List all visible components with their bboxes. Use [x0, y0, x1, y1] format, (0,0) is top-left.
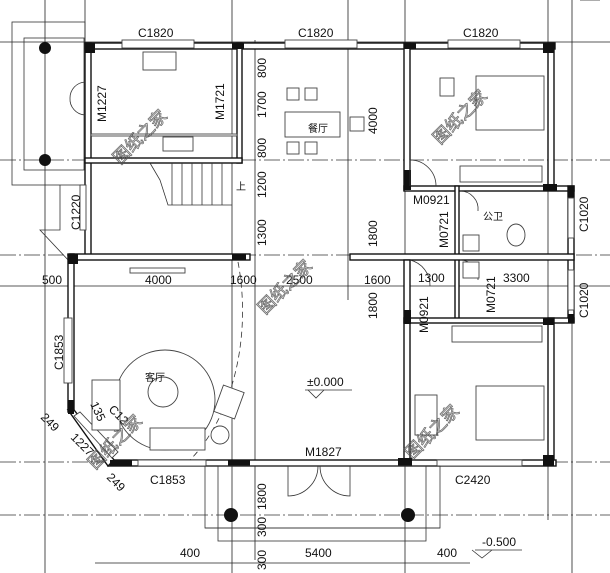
dimension-label: 400 [437, 546, 457, 560]
outdoor-level-label: -0.500 [482, 535, 516, 549]
dimension-label: 1700 [255, 91, 269, 118]
dimension-label: 1800 [366, 220, 380, 247]
furniture [90, 51, 545, 451]
door-label: M1721 [213, 83, 227, 120]
door-label: M1827 [305, 445, 342, 459]
floor-level-label: ±0.000 [307, 375, 344, 389]
stair-up-label: 上 [236, 181, 246, 193]
dimension-label: 500 [42, 273, 62, 287]
window-label: C1820 [463, 26, 499, 40]
door-label: M0721 [437, 211, 451, 248]
door-label: M0921 [413, 193, 450, 207]
window-label: C1220 [69, 194, 83, 230]
window-label: C2420 [455, 473, 491, 487]
windows [63, 39, 575, 467]
dimension-label: 1600 [230, 273, 257, 287]
door-label: M0721 [484, 276, 498, 313]
dimension-label: 800 [255, 58, 269, 78]
dimension-label: 249 [104, 470, 128, 494]
stairs [149, 162, 232, 206]
dimension-label: 1300 [255, 219, 269, 246]
left-porch [11, 21, 86, 263]
door-label: M1227 [95, 85, 109, 122]
room-label-living: 客厅 [145, 371, 165, 384]
door-label: M0921 [417, 296, 431, 333]
dimension-label: 2500 [286, 273, 313, 287]
dimension-label: 249 [38, 410, 62, 434]
dimension-label: 400 [180, 546, 200, 560]
room-label-bathroom: 公卫 [483, 212, 503, 223]
level-marker [471, 549, 493, 559]
dimension-label: 1600 [364, 273, 391, 287]
window-label: C1820 [298, 26, 334, 40]
dimension-label: 1800 [255, 483, 269, 510]
dimension-label: 1800 [366, 292, 380, 319]
dimension-label: 3300 [503, 271, 530, 285]
dimension-label: 800 [255, 138, 269, 158]
window-label: C1020 [577, 282, 591, 318]
dimension-label: 5400 [305, 546, 332, 560]
dimension-label: 1300 [418, 271, 445, 285]
dimension-label: 300 [255, 517, 269, 537]
window-label: C1853 [150, 473, 186, 487]
room-label-dining: 餐厅 [308, 122, 328, 135]
front-porch [204, 465, 441, 542]
dimension-label: 1200 [255, 171, 269, 198]
dimension-label: 4000 [145, 273, 172, 287]
window-label: C1020 [577, 196, 591, 232]
watermark: 图纸之家 [254, 256, 316, 318]
dimension-label: 300 [255, 550, 269, 570]
level-marker [307, 389, 325, 399]
window-label: C1853 [52, 334, 66, 370]
doors [69, 81, 479, 497]
dimension-label: 4000 [366, 107, 380, 134]
window-label: C1820 [138, 26, 174, 40]
